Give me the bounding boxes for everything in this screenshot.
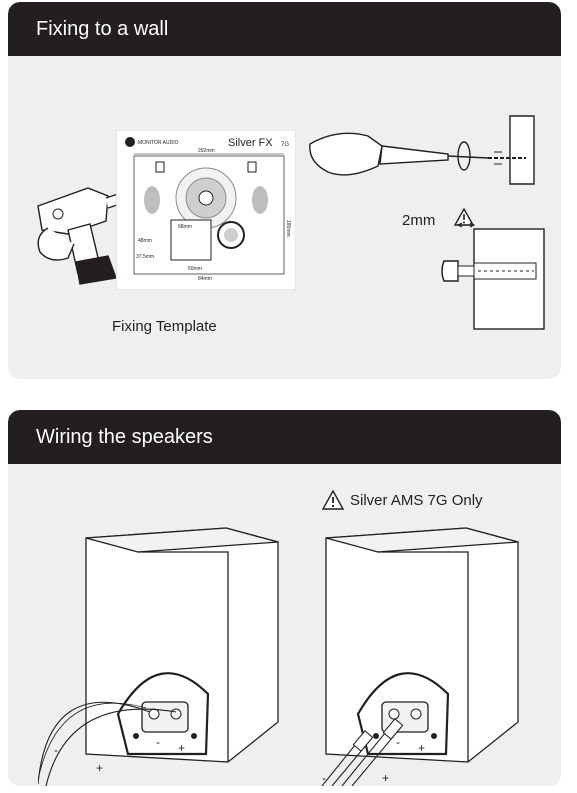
right-minus-label: - [322,771,326,785]
template-dim-height: 180mm [285,220,291,237]
left-plus-terminal: + [178,741,185,755]
right-plus-label: + [382,771,389,785]
ams-note: Silver AMS 7G Only [322,490,483,510]
right-minus-terminal: - [396,735,400,749]
warning-icon [322,490,344,510]
ams-note-text: Silver AMS 7G Only [350,491,483,509]
template-dim-84: 84mm [198,276,212,282]
fixing-template: MONITOR AUDIO Silver FX 7G 292mm 180mm 6… [116,130,296,290]
template-brand: MONITOR AUDIO [138,140,179,146]
fixing-section: Fixing to a wall MONITOR AUDIO Silver FX… [8,2,561,379]
screwdriver-icon [309,115,535,185]
template-dim-width: 292mm [198,148,215,154]
speaker-terminal-icon: - + - + [321,527,519,786]
template-dim-48: 48mm [138,238,152,244]
left-minus-terminal: - [156,735,160,749]
template-dim-50: 50mm [188,266,202,272]
gap-label: 2mm [402,212,436,229]
wiring-section-body: Silver AMS 7G Only - + - + [8,464,561,786]
template-model: Silver FX [228,137,273,149]
fixing-section-title: Fixing to a wall [8,2,561,56]
wall-plug-icon [441,222,545,330]
left-minus-label: - [54,743,58,757]
template-caption: Fixing Template [112,318,217,335]
template-dim-37: 37.5mm [136,254,154,260]
left-plus-label: + [96,761,103,775]
speaker-terminal-icon: - + - + [38,527,279,786]
wiring-section: Wiring the speakers Silver AMS 7G Only [8,410,561,786]
template-model-tag: 7G [281,142,289,148]
wiring-section-title: Wiring the speakers [8,410,561,464]
fixing-section-body: MONITOR AUDIO Silver FX 7G 292mm 180mm 6… [8,56,561,379]
right-plus-terminal: + [418,741,425,755]
template-dim-68: 68mm [178,224,192,230]
